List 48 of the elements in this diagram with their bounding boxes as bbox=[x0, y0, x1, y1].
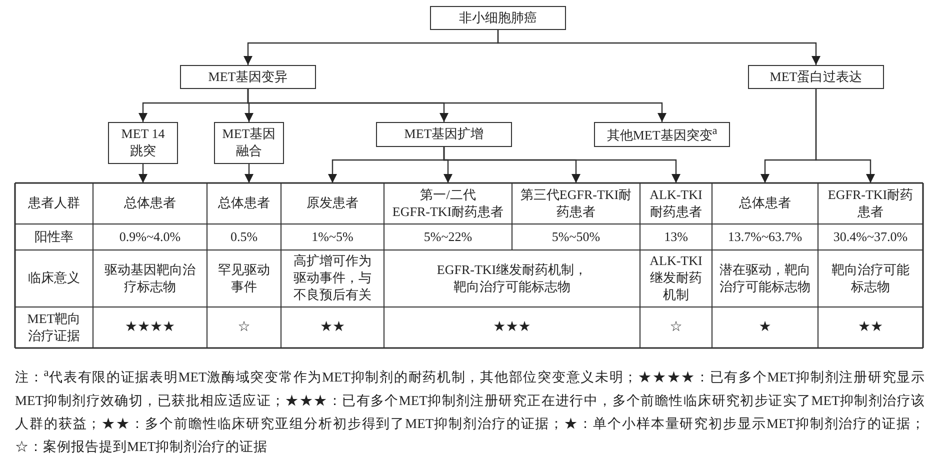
star-rating: ☆ bbox=[670, 318, 682, 337]
star-rating: ☆ bbox=[238, 318, 250, 337]
category-box: MET基因变异 bbox=[180, 65, 316, 89]
significance-text: 潜在驱动，靶向治疗可能标志物 bbox=[719, 262, 811, 296]
category-box: MET基因融合 bbox=[214, 122, 284, 164]
star-rating: ★★★★ bbox=[124, 318, 176, 337]
category-box: 其他MET基因突变$^{a}$ bbox=[594, 122, 730, 147]
arrow bbox=[138, 164, 148, 183]
significance-text: 罕见驱动事件 bbox=[217, 262, 271, 296]
percentage-value: 13.7%~63.7% bbox=[728, 228, 802, 246]
percentage-value: 0.5% bbox=[230, 228, 258, 246]
column-heading: 总体患者 bbox=[739, 195, 791, 212]
percentage-value: 30.4%~37.0% bbox=[833, 228, 908, 246]
percentage-value: 5%~50% bbox=[552, 228, 600, 246]
column-heading: 总体患者 bbox=[218, 195, 270, 212]
percentage-value: 1%~5% bbox=[312, 228, 354, 246]
star-rating: ★★★ bbox=[493, 318, 531, 337]
row-heading: 临床意义 bbox=[28, 270, 80, 287]
significance-text: EGFR-TKI继发耐药机制，靶向治疗可能标志物 bbox=[436, 262, 588, 296]
arrow bbox=[244, 164, 254, 183]
arrow bbox=[497, 30, 820, 65]
percentage-value: 13% bbox=[664, 228, 688, 246]
significance-text: 高扩增可作为驱动事件，与不良预后有关 bbox=[292, 253, 372, 304]
percentage-value: 0.9%~4.0% bbox=[119, 228, 181, 246]
star-rating: ★ bbox=[758, 318, 772, 337]
column-heading: ALK-TKI耐药患者 bbox=[648, 186, 704, 220]
column-heading: 第一/二代EGFR-TKI耐药患者 bbox=[391, 186, 505, 220]
star-rating: ★★ bbox=[858, 318, 884, 337]
significance-text: 靶向治疗可能标志物 bbox=[830, 262, 910, 296]
arrow bbox=[815, 89, 875, 183]
star-rating: ★★ bbox=[320, 318, 346, 337]
column-heading: 第三代EGFR-TKI耐药患者 bbox=[519, 186, 633, 220]
row-heading: 患者人群 bbox=[28, 195, 80, 212]
category-box: MET 14跳突 bbox=[108, 122, 178, 164]
arrow bbox=[443, 147, 680, 183]
arrow bbox=[247, 89, 666, 122]
row-heading: 阳性率 bbox=[34, 228, 74, 246]
category-box: MET基因扩增 bbox=[376, 122, 512, 147]
category-box: 非小细胞肺癌 bbox=[430, 6, 566, 30]
row-heading: MET靶向治疗证据 bbox=[26, 310, 82, 344]
column-heading: EGFR-TKI耐药患者 bbox=[826, 186, 914, 220]
category-box: MET蛋白过表达 bbox=[748, 65, 884, 89]
footnote: 注：$^{a}$代表有限的证据表明MET激酶域突变常作为MET抑制剂的耐药机制，其他部位突变意义未明；★★★★：已有多个MET抑制剂注册研究显示MET抑制剂疗效确切，已获批相应适应证；★★★：已有多个MET抑制剂注册研究正在进行中，多个前瞻性临床研究初步证实了MET抑制剂治疗该人群的获益；★★：多个前瞻性临床研究亚组分析初步得到了MET抑制剂治疗的证据；★：单个小样本量研究初步显示MET抑制剂治疗的证据；☆：案例报告提到MET抑制剂治疗的证据 bbox=[15, 366, 925, 456]
significance-text: ALK-TKI继发耐药机制 bbox=[648, 253, 704, 304]
significance-text: 驱动基因靶向治疗标志物 bbox=[104, 262, 196, 296]
percentage-value: 5%~22% bbox=[424, 228, 472, 246]
column-heading: 总体患者 bbox=[124, 195, 176, 212]
column-heading: 原发患者 bbox=[306, 195, 358, 212]
